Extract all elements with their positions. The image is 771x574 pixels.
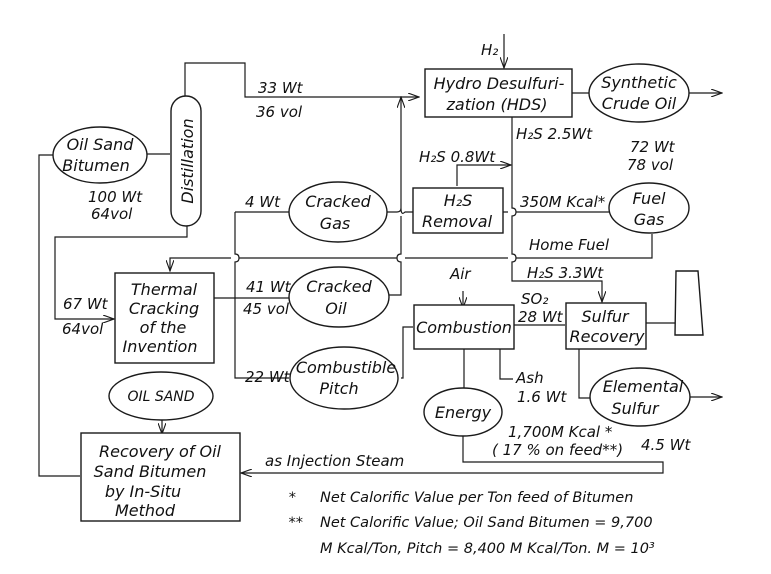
label-product-wt: 72 Wt [630,138,676,156]
label-ash-wt: 1.6 Wt [517,388,567,406]
label-h2s-removal: H₂S 0.8Wt [419,148,496,166]
label-energy-pct: ( 17 % on feed**) [492,441,623,459]
node-label: Fuel [633,189,667,208]
label-cracked-oil-wt: 41 Wt [246,278,292,296]
label-residue-vol: 64vol [62,320,104,338]
node-label: Sand Bitumen [94,462,207,481]
footnote-text: M Kcal/Ton, Pitch = 8,400 M Kcal/Ton. M … [320,541,655,557]
node-combustion: Combustion [413,304,515,350]
node-label: zation (HDS) [446,95,548,114]
flow-combustion-to-ash [499,348,513,380]
node-cracked-gas: Cracked Gas [288,181,388,243]
label-cracked-oil-vol: 45 vol [243,300,290,318]
flow-home-fuel [170,234,653,271]
label-injection-steam: as Injection Steam [265,452,404,470]
flow-h2s-removal-out [456,165,511,186]
node-label: by In-Situ [105,482,181,501]
label-home-fuel: Home Fuel [529,236,610,254]
node-oil-sand-bitumen: Oil Sand Bitumen [52,126,148,184]
footnote-mark: ** [289,515,304,531]
flow-distillate-to-hds [184,62,419,97]
flow-labels: H₂ 33 Wt 36 vol 100 Wt 64vol H₂S 2.5Wt H… [62,41,691,470]
node-label: Oil [325,299,347,318]
node-label: Sulfur [581,307,630,326]
footnote-mark: * [289,490,296,506]
footnote-text: Net Calorific Value per Ton feed of Bitu… [320,490,633,506]
node-label: Oil Sand [67,135,135,154]
node-label: of the [140,318,187,337]
node-label: Synthetic [601,73,677,92]
node-oil-sand: OIL SAND [108,371,214,421]
node-energy: Energy [423,387,503,437]
label-cracked-gas-wt: 4 Wt [245,193,281,211]
node-label: Gas [320,214,351,233]
node-label: Bitumen [62,156,129,175]
label-product-vol: 78 vol [627,156,674,174]
stack-icon [674,270,704,336]
label-sulfur-wt: 4.5 Wt [641,436,691,454]
label-distillate-wt: 33 Wt [258,79,304,97]
label-fuel-gas-energy: 350M Kcal* [520,193,606,211]
label-ash: Ash [515,369,544,387]
node-label: H₂S [444,191,473,210]
node-label: Cracked [306,277,372,296]
label-bitumen-vol: 64vol [91,205,133,223]
node-label: Elemental [603,377,684,396]
node-cracked-oil: Cracked Oil [288,266,390,328]
node-label: Recovery of Oil [99,442,222,461]
flow-injection-steam [241,436,664,473]
node-combustible-pitch: Combustible Pitch [289,346,399,410]
node-elemental-sulfur: Elemental Sulfur [589,367,691,427]
node-in-situ-recovery: Recovery of Oil Sand Bitumen by In-Situ … [80,432,241,522]
node-hds: Hydro Desulfuri- zation (HDS) [424,68,573,118]
node-label: Cracking [129,299,199,318]
node-h2s-removal: H₂S Removal [412,187,504,234]
footnotes: * Net Calorific Value per Ton feed of Bi… [289,490,655,557]
label-residue-wt: 67 Wt [63,295,109,313]
node-label: Gas [634,210,665,229]
label-so2-wt: 28 Wt [518,308,564,326]
connector-lines [38,34,722,477]
label-so2: SO₂ [521,290,548,308]
label-air: Air [449,265,471,283]
node-label: Removal [422,212,493,231]
node-thermal-cracking: Thermal Cracking of the Invention [114,272,215,364]
node-label: Hydro Desulfuri- [434,74,565,93]
node-label: Cracked [305,192,371,211]
flow-cracked-oil-to-hds [388,97,401,296]
node-label: Crude Oil [602,94,677,113]
node-label: Combustible [296,358,397,377]
node-sulfur-recovery: Sulfur Recovery [565,302,647,350]
label-pitch-wt: 22 Wt [245,368,291,386]
node-label: Energy [435,403,492,422]
flow-sulfur-recovery-to-sulfur [578,349,591,399]
node-label: Invention [123,337,198,356]
flow-h2s-collector [511,117,602,302]
node-fuel-gas: Fuel Gas [608,182,690,234]
label-bitumen-wt: 100 Wt [88,188,143,206]
flow-residue-to-thermal [54,226,188,319]
node-label: Thermal [131,280,198,299]
node-distillation: Distillation [170,95,202,227]
flow-insitu-to-bitumen [38,154,80,477]
node-label: Combustion [416,318,512,337]
label-distillate-vol: 36 vol [256,103,303,121]
label-h2: H₂ [481,41,498,59]
node-synthetic-crude-oil: Synthetic Crude Oil [588,63,690,123]
label-h2s-total: H₂S 3.3Wt [527,264,604,282]
node-label: Distillation [178,118,197,203]
label-h2s-hds: H₂S 2.5Wt [516,125,593,143]
label-energy-value: 1,700M Kcal * [508,423,613,441]
node-label: Sulfur [611,399,660,418]
flow-pitch-to-combustion [401,326,413,379]
node-label: Recovery [570,327,645,346]
node-label: Pitch [319,379,358,398]
node-label: OIL SAND [127,389,194,405]
node-label: Method [115,501,176,520]
footnote-text: Net Calorific Value; Oil Sand Bitumen = … [320,515,653,531]
